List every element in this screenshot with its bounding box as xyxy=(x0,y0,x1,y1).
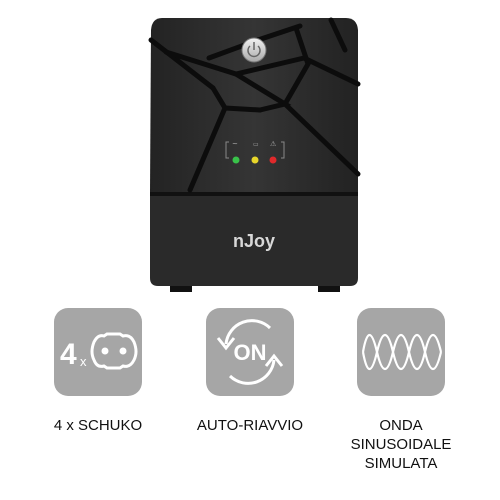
badge-suffix: x xyxy=(80,354,87,369)
led-battery xyxy=(251,156,259,164)
feature-label: AUTO-RIAVVIO xyxy=(196,417,304,434)
front-grooves xyxy=(148,17,361,193)
device-foot-left xyxy=(170,284,192,292)
ac-power-icon: ~ xyxy=(232,140,238,148)
feature-auto-restart: ON AUTO-RIAVVIO xyxy=(190,308,310,435)
warning-icon: ⚠ xyxy=(270,140,277,148)
feature-label-line-2: SINUSOIDALE xyxy=(350,436,452,453)
led-warning xyxy=(269,156,277,164)
schuko-socket-icon: 4 x xyxy=(54,308,142,396)
feature-label: 4 x SCHUKO xyxy=(53,417,143,434)
led-ac-power xyxy=(232,156,240,164)
badge-count: 4 xyxy=(60,338,77,371)
feature-label: ONDA SINUSOIDALE SIMULATA xyxy=(341,416,461,473)
feature-icons-row: 4 x 4 x SCHUKO ON AUTO-RIAVVIO xyxy=(0,300,500,500)
auto-restart-icon: ON xyxy=(206,308,294,396)
feature-label-line-3: SIMULATA xyxy=(364,455,438,472)
device-lower-panel xyxy=(150,196,358,286)
sine-wave-icon xyxy=(357,308,445,396)
battery-icon: ▭ xyxy=(253,141,259,148)
feature-sine-wave: ONDA SINUSOIDALE SIMULATA xyxy=(341,308,461,473)
feature-label-line-1: ONDA xyxy=(379,417,423,434)
brand-logo: nJoy xyxy=(233,231,275,251)
feature-schuko: 4 x 4 x SCHUKO xyxy=(38,308,158,435)
product-image: ~ ▭ ⚠ nJoy xyxy=(148,17,361,292)
device-foot-right xyxy=(318,284,340,292)
badge-on: ON xyxy=(234,340,267,365)
ups-device-illustration: ~ ▭ ⚠ nJoy xyxy=(148,17,361,292)
